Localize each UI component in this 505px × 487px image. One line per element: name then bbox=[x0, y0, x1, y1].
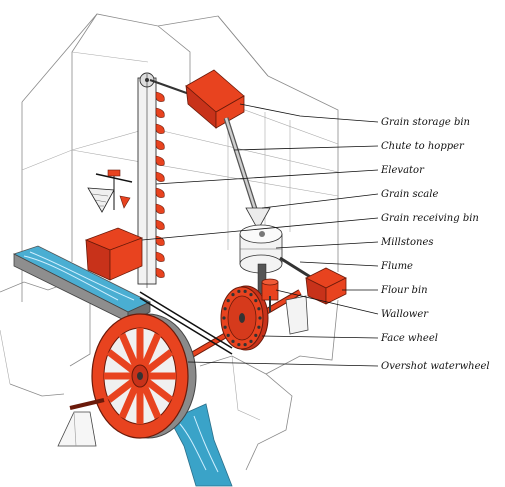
face-wheel-cog bbox=[226, 333, 230, 337]
label-flour-bin: Flour bin bbox=[380, 285, 428, 296]
elevator-bucket bbox=[155, 155, 165, 166]
face-wheel-cog bbox=[258, 316, 262, 320]
face-wheel-cog bbox=[254, 299, 258, 303]
wallower bbox=[261, 278, 279, 312]
axle-support-block bbox=[57, 411, 97, 447]
grain-receiving-bin bbox=[84, 227, 144, 281]
elevator-bucket bbox=[155, 171, 165, 182]
elevator-bucket bbox=[155, 235, 165, 246]
label-millstones: Millstones bbox=[380, 237, 434, 248]
face-wheel-cog bbox=[249, 293, 253, 297]
label-grain-storage-bin: Grain storage bin bbox=[381, 117, 470, 128]
chute-to-hopper bbox=[223, 117, 259, 213]
grain-storage-bin bbox=[185, 69, 245, 129]
face-wheel-cog bbox=[243, 289, 247, 294]
label-chute-to-hopper: Chute to hopper bbox=[381, 141, 465, 152]
face-wheel-cog bbox=[226, 299, 230, 303]
grain-scale bbox=[87, 169, 133, 213]
face-wheel-cog bbox=[231, 339, 235, 343]
gear-support-block bbox=[285, 295, 309, 335]
label-grain-scale: Grain scale bbox=[381, 189, 438, 200]
face-wheel-cog bbox=[254, 333, 258, 337]
face-wheel-cog bbox=[249, 339, 253, 343]
label-wallower: Wallower bbox=[381, 309, 429, 320]
face-wheel-cog bbox=[223, 325, 227, 329]
hopper bbox=[245, 207, 271, 227]
label-grain-receiving-bin: Grain receiving bin bbox=[381, 213, 479, 224]
face-wheel-cog bbox=[223, 307, 227, 311]
elevator-bucket bbox=[155, 203, 165, 214]
callouts: Grain storage bin Chute to hopper Elevat… bbox=[141, 103, 490, 372]
label-elevator: Elevator bbox=[380, 165, 425, 176]
face-wheel-cog bbox=[243, 342, 247, 347]
face-wheel-cog bbox=[237, 289, 241, 294]
label-overshot-waterwheel: Overshot waterwheel bbox=[381, 361, 490, 372]
label-face-wheel: Face wheel bbox=[380, 333, 438, 344]
flour-bin bbox=[305, 267, 347, 305]
elevator-bucket bbox=[155, 107, 165, 118]
elevator-bucket bbox=[155, 123, 165, 134]
face-wheel-cog bbox=[222, 316, 226, 320]
elevator bbox=[137, 72, 157, 288]
overshot-waterwheel bbox=[91, 313, 197, 439]
elevator-bucket bbox=[155, 267, 165, 278]
face-wheel-cog bbox=[257, 325, 261, 329]
face-wheel bbox=[220, 285, 269, 351]
label-flume: Flume bbox=[380, 261, 413, 272]
elevator-belt bbox=[139, 291, 233, 355]
elevator-bucket bbox=[155, 91, 165, 102]
elevator-bucket bbox=[155, 219, 165, 230]
tailrace-water bbox=[169, 403, 233, 487]
face-wheel-cogs bbox=[222, 289, 262, 347]
elevator-bucket bbox=[155, 139, 165, 150]
face-wheel-cog bbox=[231, 293, 235, 297]
elevator-buckets bbox=[155, 91, 165, 278]
elevator-bucket bbox=[155, 187, 165, 198]
elevator-bucket bbox=[155, 251, 165, 262]
face-wheel-cog bbox=[237, 342, 241, 347]
face-wheel-cog bbox=[257, 307, 261, 311]
